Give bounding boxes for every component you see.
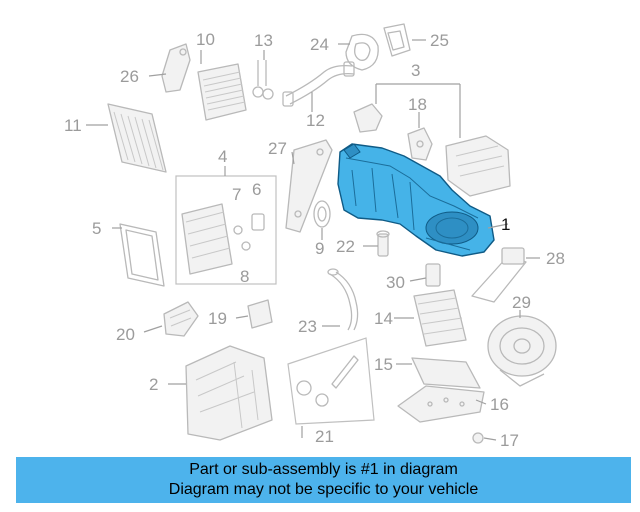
callout-7: 7 (232, 185, 241, 204)
callout-6: 6 (252, 180, 261, 199)
exploded-parts-diagram: 1 2 3 4 5 6 7 8 9 10 11 12 13 14 15 16 1… (64, 23, 565, 450)
callout-19: 19 (208, 309, 227, 328)
part-15-plate (411, 357, 481, 389)
part-9-seal (313, 200, 331, 228)
callout-5: 5 (92, 219, 101, 238)
callout-9: 9 (315, 239, 324, 258)
part-19-actuator (247, 299, 273, 329)
part-28-link (471, 247, 527, 303)
part-20-actuator (163, 301, 199, 337)
callout-3: 3 (411, 61, 420, 80)
part-10-filter (197, 63, 247, 121)
callout-4: 4 (218, 147, 227, 166)
callout-24: 24 (310, 35, 329, 54)
part-27-bracket (285, 139, 333, 233)
part-16-tray (397, 385, 485, 423)
part-3-components (353, 103, 511, 197)
callout-21: 21 (315, 427, 334, 446)
leader-lines (86, 39, 540, 441)
part-11-evaporator (107, 103, 167, 173)
callout-15: 15 (374, 355, 393, 374)
part-29-blower (487, 315, 557, 387)
part-24-gasket (345, 33, 379, 71)
part-22-sensor (376, 230, 390, 257)
callout-10: 10 (196, 30, 215, 49)
part-23-hose (327, 268, 359, 331)
part-1-hvac-housing-highlighted (337, 143, 495, 257)
callout-8: 8 (240, 267, 249, 286)
part-17-screw (472, 432, 484, 444)
part-5-frame (119, 223, 165, 287)
part-26-bracket (161, 43, 191, 93)
part-13-fittings (252, 60, 274, 100)
callout-27: 27 (268, 139, 287, 158)
callout-23: 23 (298, 317, 317, 336)
callout-11: 11 (64, 116, 82, 135)
part-14-filter (413, 289, 467, 347)
part-25-gasket (383, 23, 411, 57)
callout-18: 18 (408, 95, 427, 114)
callout-labels: 1 2 3 4 5 6 7 8 9 10 11 12 13 14 15 16 1… (64, 30, 565, 450)
part-2-case (185, 345, 273, 441)
part-4-group (175, 175, 277, 285)
part-21-group (287, 337, 375, 425)
callout-14: 14 (374, 309, 393, 328)
callout-29: 29 (512, 293, 531, 312)
callout-25: 25 (430, 31, 449, 50)
callout-30: 30 (386, 273, 405, 292)
callout-13: 13 (254, 31, 273, 50)
callout-20: 20 (116, 325, 135, 344)
part-30-connector (425, 263, 441, 287)
part-12-tube (282, 61, 355, 107)
callout-28: 28 (546, 249, 565, 268)
part-18-actuator (407, 127, 433, 161)
info-banner: Part or sub-assembly is #1 in diagram Di… (16, 457, 631, 503)
callout-17: 17 (500, 431, 519, 450)
callout-1: 1 (501, 215, 510, 234)
callout-26: 26 (120, 67, 139, 86)
callout-2: 2 (149, 375, 158, 394)
banner-line-part-number: Part or sub-assembly is #1 in diagram (189, 461, 458, 478)
callout-16: 16 (490, 395, 509, 414)
banner-line-disclaimer: Diagram may not be specific to your vehi… (168, 481, 479, 498)
callout-22: 22 (336, 237, 355, 256)
callout-12: 12 (306, 111, 325, 130)
